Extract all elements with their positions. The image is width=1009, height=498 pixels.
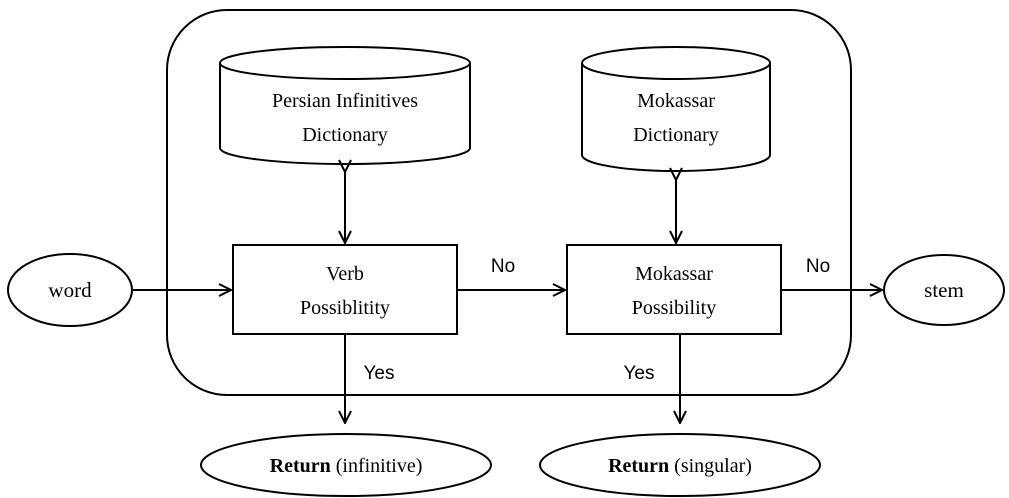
mokassar-box-label-line2: Possibility bbox=[632, 297, 716, 319]
verb-box-label-line2: Possiblitity bbox=[300, 297, 390, 319]
return-singular-bold: Return bbox=[608, 455, 669, 477]
no-label-mokassar-to-stem: No bbox=[806, 256, 830, 277]
stem-node: stem bbox=[883, 254, 1005, 326]
return-singular-node: Return (singular) bbox=[539, 433, 821, 497]
persian-db-label-line1: Persian Infinitives bbox=[272, 90, 418, 112]
mokassar-db-label-line1: Mokassar bbox=[637, 90, 715, 112]
yes-label-verb: Yes bbox=[364, 363, 395, 384]
return-singular-label: Return (singular) bbox=[608, 455, 752, 477]
word-node: word bbox=[7, 253, 133, 327]
mokassar-box-label-line1: Mokassar bbox=[635, 263, 713, 285]
return-infinitive-bold: Return bbox=[270, 455, 331, 477]
yes-label-mokassar: Yes bbox=[624, 363, 655, 384]
mokassar-possibility-box: Mokassar Possibility bbox=[566, 244, 782, 335]
system-container bbox=[166, 9, 852, 396]
no-label-verb-to-mokassar: No bbox=[491, 256, 515, 277]
mokassar-dictionary: Mokassar Dictionary bbox=[581, 46, 771, 172]
persian-db-label-line2: Dictionary bbox=[302, 124, 388, 146]
mokassar-db-label-line2: Dictionary bbox=[633, 124, 719, 146]
verb-box-label-line1: Verb bbox=[326, 263, 364, 285]
return-singular-rest: (singular) bbox=[669, 455, 752, 477]
stem-label: stem bbox=[924, 278, 964, 302]
return-infinitive-node: Return (infinitive) bbox=[200, 433, 492, 497]
word-label: word bbox=[48, 278, 92, 302]
verb-possibility-box: Verb Possiblitity bbox=[232, 244, 458, 335]
return-infinitive-label: Return (infinitive) bbox=[270, 455, 423, 477]
persian-infinitives-dictionary: Persian Infinitives Dictionary bbox=[219, 46, 471, 165]
return-infinitive-rest: (infinitive) bbox=[331, 455, 423, 477]
